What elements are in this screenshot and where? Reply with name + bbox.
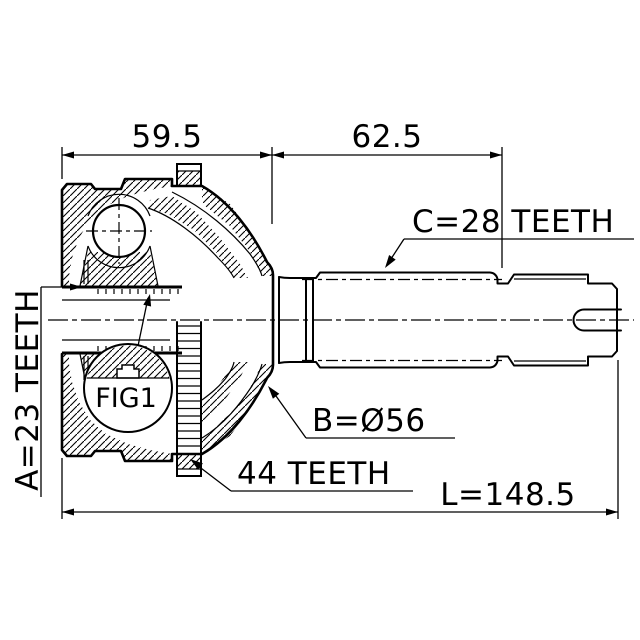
hatch-top-wall <box>62 179 172 286</box>
b-diameter-label: B=Ø56 <box>312 403 426 439</box>
race-curve-top-inner <box>147 207 235 279</box>
dim-59-5-label: 59.5 <box>131 119 202 155</box>
c-28-teeth-label: C=28 TEETH <box>412 204 614 240</box>
a-23-teeth-label: A=23 TEETH <box>10 289 46 491</box>
dim-62-5-label: 62.5 <box>351 119 422 155</box>
hatch-inner-race-top <box>80 252 158 286</box>
tone-ring-top-block <box>176 163 202 187</box>
c-28-leader-arrow <box>385 255 396 268</box>
hatch-bottom-wall <box>62 354 172 461</box>
race-curve-top-outer <box>171 191 263 277</box>
shaft-outline <box>278 271 618 369</box>
dimension-housing-width: 59.5 <box>61 119 273 224</box>
hatch-cage-top <box>148 196 248 278</box>
race-curve-bottom-inner <box>201 361 235 401</box>
fig1-label: FIG1 <box>95 383 157 414</box>
label-abs-ring-teeth: 44 TEETH <box>190 456 413 492</box>
label-inner-spline: A=23 TEETH <box>10 283 82 497</box>
label-outer-spline: C=28 TEETH <box>385 204 634 268</box>
output-shaft <box>278 271 622 369</box>
fig1-leader-arrow <box>143 294 152 307</box>
44-teeth-leader-arrow <box>190 459 203 470</box>
housing-outline <box>60 177 275 463</box>
ball-race-arc-upper <box>87 193 151 217</box>
label-housing-diameter: B=Ø56 <box>268 386 455 439</box>
hatch-cage-bottom <box>202 362 248 426</box>
a-23-leader-arrow <box>70 283 82 291</box>
race-curve-bottom-outer <box>201 363 263 439</box>
tone-ring-teeth <box>177 325 201 447</box>
abs-tone-ring <box>176 163 202 477</box>
fig1-leader <box>137 297 149 347</box>
44-teeth-label: 44 TEETH <box>237 456 391 492</box>
hatch-back-wall-top <box>202 186 273 276</box>
dim-length-label: L=148.5 <box>440 477 576 513</box>
detail-balloon: FIG1 <box>83 294 173 433</box>
dimension-shaft-width: 62.5 <box>272 119 503 268</box>
ball-race-arc-lower <box>87 245 151 269</box>
hatch-back-wall-bottom <box>202 364 273 454</box>
balloon-tooth-profile <box>116 364 140 379</box>
b-leader-arrow <box>268 386 280 399</box>
dimension-total-length: L=148.5 <box>61 360 619 519</box>
keyway-slot <box>572 308 622 332</box>
